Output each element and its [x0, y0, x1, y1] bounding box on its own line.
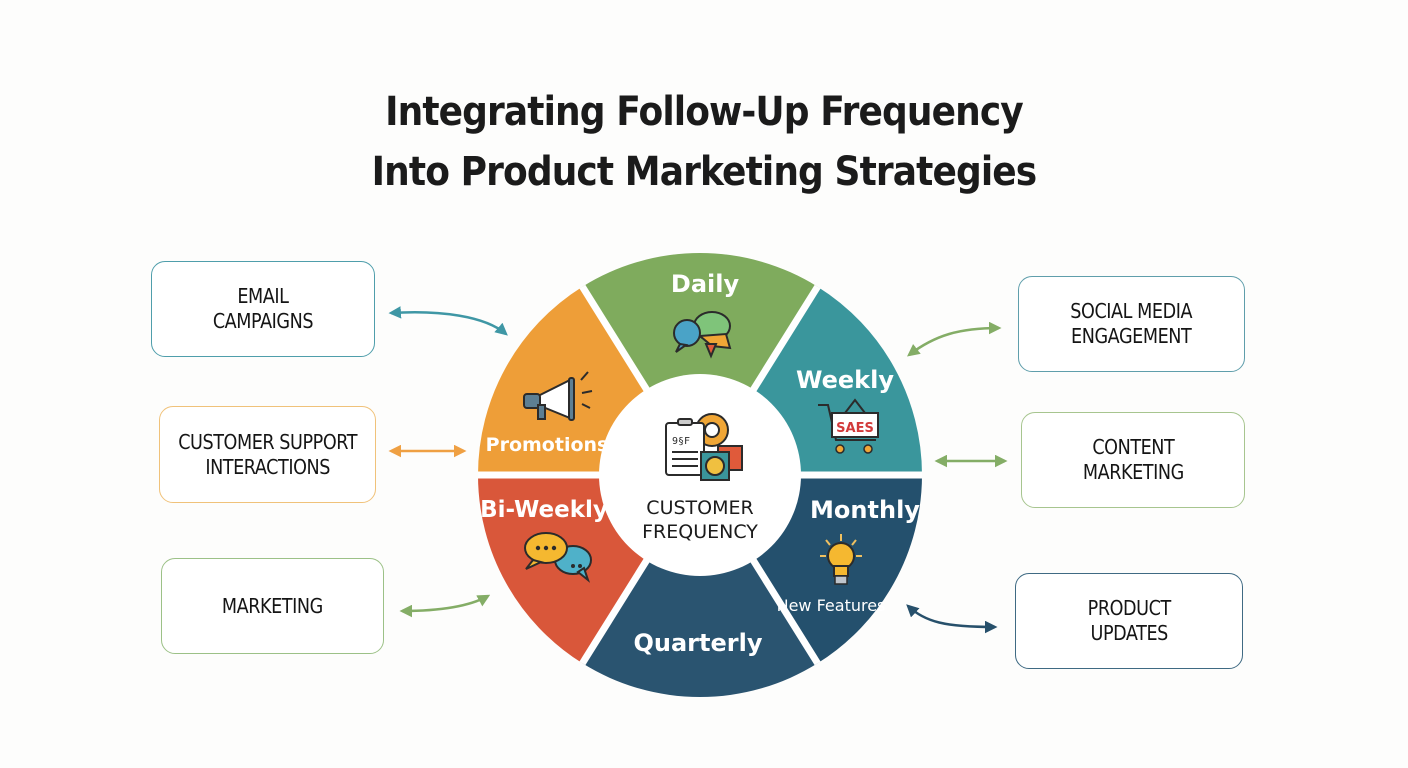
segment-label-promotions: Promotions — [486, 434, 609, 456]
box-label-line-1: PRODUCT — [1087, 596, 1171, 620]
segment-label-monthly: Monthly — [810, 496, 920, 524]
box-label-line-1: EMAIL — [237, 284, 289, 308]
segment-label-daily: Daily — [671, 270, 740, 298]
center-label-line-2: FREQUENCY — [642, 521, 758, 543]
title-line-2: Into Product Marketing Strategies — [371, 149, 1038, 195]
megaphone-icon — [523, 371, 593, 421]
speech-bubbles-icon — [524, 532, 592, 583]
segment-label-quarterly: Quarterly — [634, 629, 763, 657]
box-label-line-1: MARKETING — [222, 593, 323, 618]
box-label-line-1: CUSTOMER SUPPORT — [178, 429, 357, 454]
diagram-title: Integrating Follow-Up Frequency Into Pro… — [0, 82, 1408, 202]
center-label-line-1: CUSTOMER — [646, 497, 753, 519]
segment-quarterly — [582, 559, 818, 698]
box-label-line-2: MARKETING — [1082, 460, 1184, 484]
box-customer-support-interactions: CUSTOMER SUPPORT INTERACTIONS — [159, 406, 376, 503]
clipboard-gear-icon: 9§F — [665, 413, 743, 481]
box-content-marketing: CONTENT MARKETING — [1021, 412, 1245, 508]
box-label-line-2: CAMPAIGNS — [212, 309, 314, 333]
segment-promotions — [478, 286, 647, 475]
segment-weekly — [753, 286, 922, 475]
box-label-line-1: SOCIAL MEDIA — [1070, 299, 1193, 323]
arrow-social-media — [907, 321, 1002, 357]
segment-label-weekly: Weekly — [796, 366, 894, 394]
chat-bubbles-icon — [673, 311, 732, 359]
box-email-campaigns: EMAIL CAMPAIGNS — [151, 261, 375, 357]
segment-label-bi-weekly: Bi-Weekly — [480, 497, 608, 523]
box-label-line-2: ENGAGEMENT — [1071, 324, 1192, 348]
box-marketing: MARKETING — [161, 558, 384, 654]
box-social-media-engagement: SOCIAL MEDIA ENGAGEMENT — [1018, 276, 1245, 372]
box-label-line-2: UPDATES — [1090, 621, 1168, 645]
box-label-line-2: INTERACTIONS — [205, 454, 330, 479]
arrow-email-campaigns — [388, 306, 508, 336]
cart-sign-text: SAES — [836, 421, 874, 436]
box-label-line-1: CONTENT — [1091, 435, 1175, 459]
arrow-product-updates — [906, 604, 998, 634]
title-line-1: Integrating Follow-Up Frequency — [385, 89, 1024, 135]
lightbulb-icon — [820, 534, 862, 585]
svg-text:9§F: 9§F — [672, 436, 690, 447]
box-product-updates: PRODUCT UPDATES — [1015, 573, 1243, 669]
segment-dividers — [478, 284, 922, 666]
arrow-marketing — [399, 594, 491, 618]
segment-sublabel-new-features: New Features — [777, 596, 886, 615]
shopping-cart-sales-icon: SAES — [818, 398, 879, 454]
